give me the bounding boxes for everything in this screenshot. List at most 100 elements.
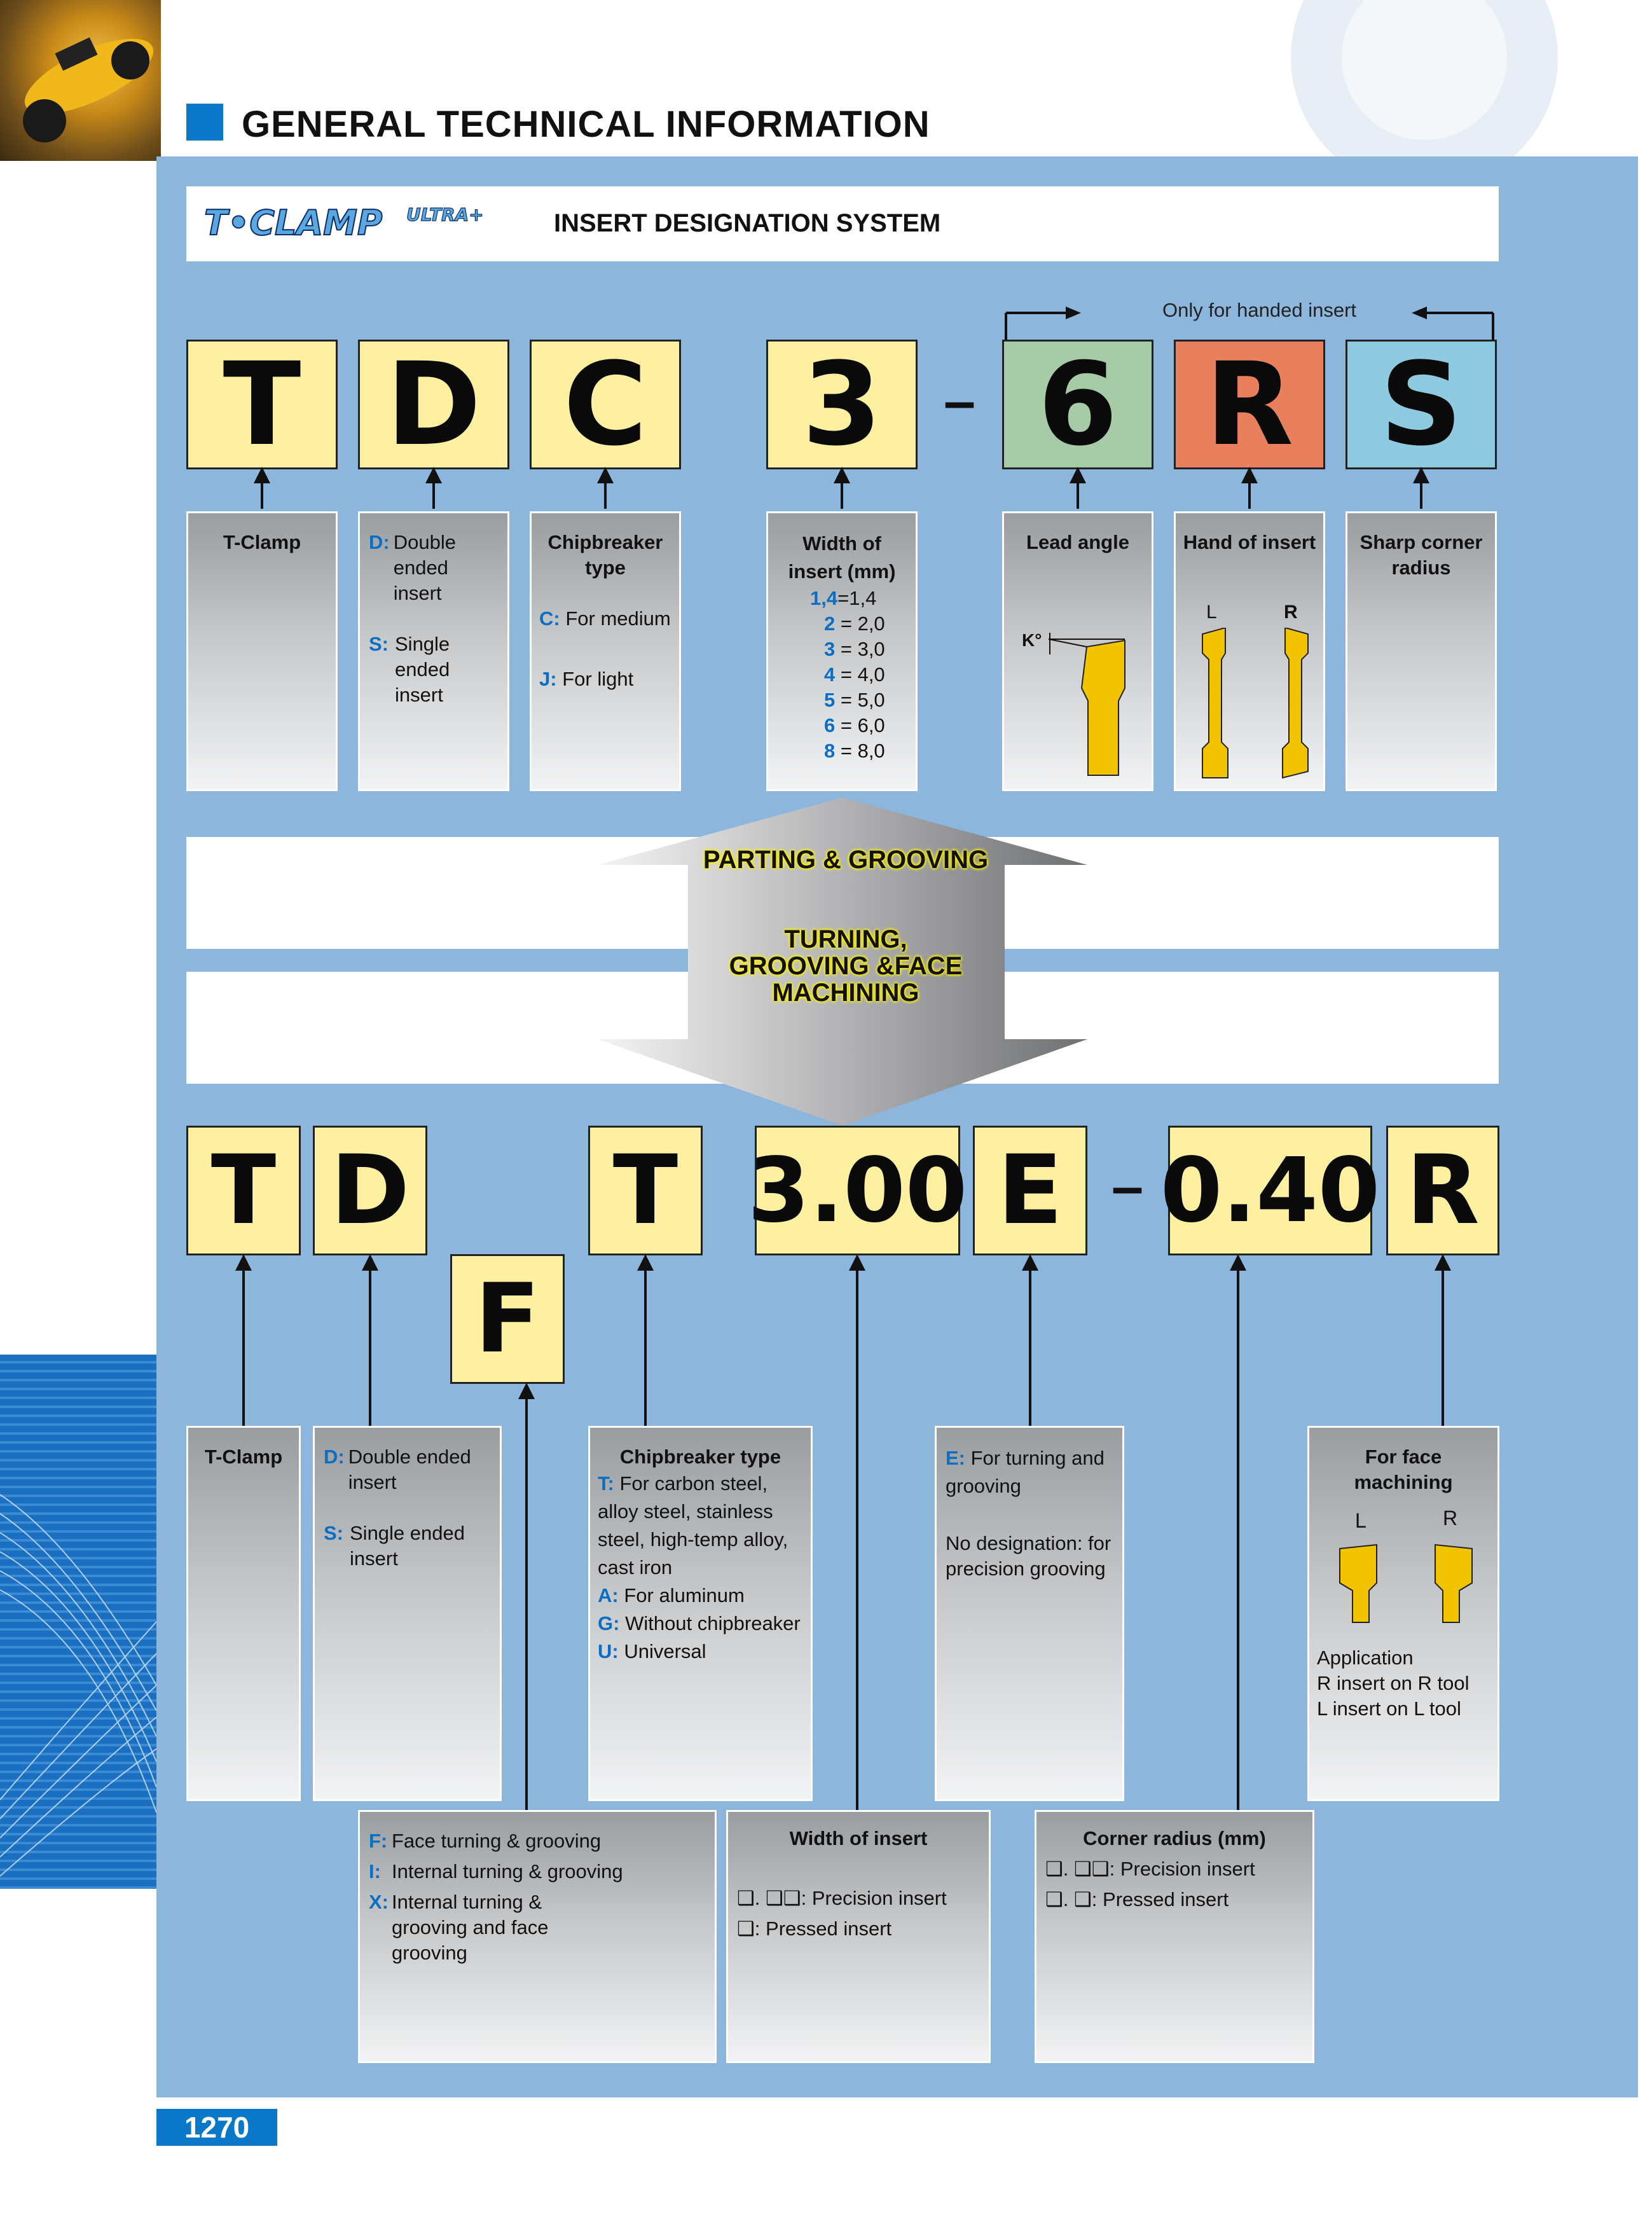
code-d: D:: [369, 531, 390, 553]
arrow-up: [518, 1383, 535, 1810]
card-face-machining: For face machining L R Application R ins…: [1307, 1426, 1499, 1801]
page-number-tab: [156, 2109, 277, 2146]
code-letter-s: S: [1346, 338, 1497, 471]
card-lead-angle: Lead angle K°: [1002, 511, 1153, 791]
width-value: = 3,0: [835, 638, 885, 660]
code-f: F:: [369, 1830, 388, 1852]
code-letter-d: D: [313, 1126, 427, 1255]
title-square-icon: [186, 104, 223, 141]
card-double-single: D:Double ended insert S: Single ended ins…: [358, 511, 509, 791]
code-u: U:: [598, 1640, 619, 1662]
code-d-text: Double ended insert: [348, 1446, 471, 1493]
parting-grooving-label: PARTING & GROOVING: [703, 846, 989, 874]
code-s: S:: [324, 1522, 343, 1544]
card-double-single-b: D:Double ended insert S:Single ended ins…: [313, 1426, 502, 1801]
width-value: = 5,0: [835, 689, 885, 711]
precision-insert-text: ❑. ❑❑: Precision insert: [737, 1887, 947, 1909]
code-s-text: Single ended insert: [395, 633, 450, 706]
code-letter-r: R: [1386, 1126, 1499, 1255]
code-letter-r: R: [1174, 338, 1325, 471]
code-i-text: Internal turning & grooving: [392, 1860, 623, 1882]
card-title: Chipbreaker type: [619, 1446, 781, 1468]
application-r: R insert on R tool: [1317, 1672, 1470, 1694]
code-dash: –: [1112, 1155, 1144, 1219]
t-clamp-ultra-logo: T•CLAMP ULTRA+: [203, 202, 522, 246]
card-corner-radius: Corner radius (mm) ❑. ❑❑: Precision inse…: [1035, 1810, 1314, 2063]
width-code: 5: [824, 689, 836, 711]
card-title: Lead angle: [1026, 531, 1129, 553]
code-u-text: Universal: [624, 1640, 706, 1662]
code-j: J:: [539, 668, 557, 690]
code-c-text: For medium: [565, 607, 671, 630]
arrow-up: [235, 1254, 252, 1426]
page-title: GENERAL TECHNICAL INFORMATION: [242, 104, 930, 145]
code-value-radius: 0.40: [1160, 1126, 1380, 1255]
arrow-up: [1230, 1254, 1246, 1810]
code-letter-e: E: [973, 1126, 1087, 1255]
code-dash: –: [944, 370, 976, 433]
width-code: 6: [824, 714, 836, 736]
turning-grooving-label: TURNING, GROOVING &FACE MACHINING: [729, 925, 963, 1007]
card-title: Corner radius (mm): [1083, 1827, 1266, 1849]
svg-text:ULTRA+: ULTRA+: [406, 204, 484, 225]
pressed-insert-text: ❑: Pressed insert: [737, 1917, 892, 1940]
arrow-up: [834, 467, 850, 509]
code-t-text: For carbon steel, alloy steel, stainless…: [598, 1472, 788, 1578]
svg-text:T•CLAMP: T•CLAMP: [204, 203, 383, 243]
code-g: G:: [598, 1612, 620, 1634]
face-left-insert-icon: [1339, 1544, 1377, 1623]
code-a-text: For aluminum: [624, 1584, 745, 1606]
code-f-text: Face turning & grooving: [392, 1830, 602, 1852]
face-right-insert-icon: [1435, 1544, 1473, 1623]
card-title: Hand of insert: [1183, 531, 1316, 553]
code-letter-t2: T: [588, 1126, 703, 1255]
designation-subtitle: INSERT DESIGNATION SYSTEM: [554, 209, 941, 237]
card-chipbreaker: Chipbreaker type C: For medium J: For li…: [530, 511, 681, 791]
width-value: = 8,0: [835, 740, 885, 762]
width-code: 1,4: [810, 587, 838, 609]
card-sharp-corner: Sharp corner radius: [1346, 511, 1497, 791]
code-i: I:: [369, 1860, 381, 1882]
race-car-photo: [0, 0, 161, 161]
code-letter-c: C: [530, 338, 681, 471]
card-turning-grooving: E: For turning and grooving No designati…: [935, 1426, 1124, 1801]
code-e: E:: [946, 1447, 965, 1469]
k-angle-label: K°: [1022, 630, 1042, 650]
code-t: T:: [598, 1472, 614, 1495]
code-d-text: Double ended insert: [393, 531, 456, 604]
code-letter-f: F: [450, 1254, 565, 1384]
code-c: C:: [539, 607, 560, 630]
code-letter-3: 3: [766, 338, 918, 471]
code-x: X:: [369, 1891, 389, 1913]
no-designation-text: No designation: for precision grooving: [946, 1532, 1112, 1580]
designation-header: T•CLAMP ULTRA+ INSERT DESIGNATION SYSTEM: [186, 186, 1499, 261]
arrow-up: [425, 467, 442, 509]
card-t-clamp-b: T-Clamp: [186, 1426, 301, 1801]
code-g-text: Without chipbreaker: [625, 1612, 801, 1634]
code-j-text: For light: [562, 668, 634, 690]
card-title: T-Clamp: [204, 1446, 283, 1468]
hand-left-label: L: [1206, 602, 1217, 623]
right-hand-insert-icon: [1282, 628, 1309, 779]
code-letter-t: T: [186, 338, 338, 471]
card-face-internal: F:Face turning & grooving I: Internal tur…: [358, 1810, 717, 2063]
code-s: S:: [369, 633, 389, 655]
width-code: 8: [824, 740, 836, 762]
card-chipbreaker-b: Chipbreaker type T: For carbon steel, al…: [588, 1426, 813, 1801]
arrow-up: [1413, 467, 1429, 509]
code-x-text: Internal turning & grooving and face gro…: [392, 1891, 549, 1964]
hand-left-label: L: [1355, 1509, 1366, 1532]
card-title: Width of insert: [789, 1827, 928, 1849]
card-width-insert: Width of insert (mm) 1,4=1,4 2 = 2,0 3 =…: [766, 511, 918, 791]
arrow-up: [362, 1254, 378, 1426]
card-hand-of-insert: Hand of insert L R: [1174, 511, 1325, 791]
code-d: D:: [324, 1446, 345, 1468]
code-a: A:: [598, 1584, 619, 1606]
width-value: =1,4: [837, 587, 877, 609]
card-title: T-Clamp: [223, 531, 301, 553]
application-title: Application: [1317, 1647, 1414, 1669]
code-value-width: 3.00: [748, 1126, 967, 1255]
card-title: Sharp corner radius: [1359, 531, 1483, 579]
arrow-up: [254, 467, 270, 509]
arrow-up: [1435, 1254, 1451, 1426]
